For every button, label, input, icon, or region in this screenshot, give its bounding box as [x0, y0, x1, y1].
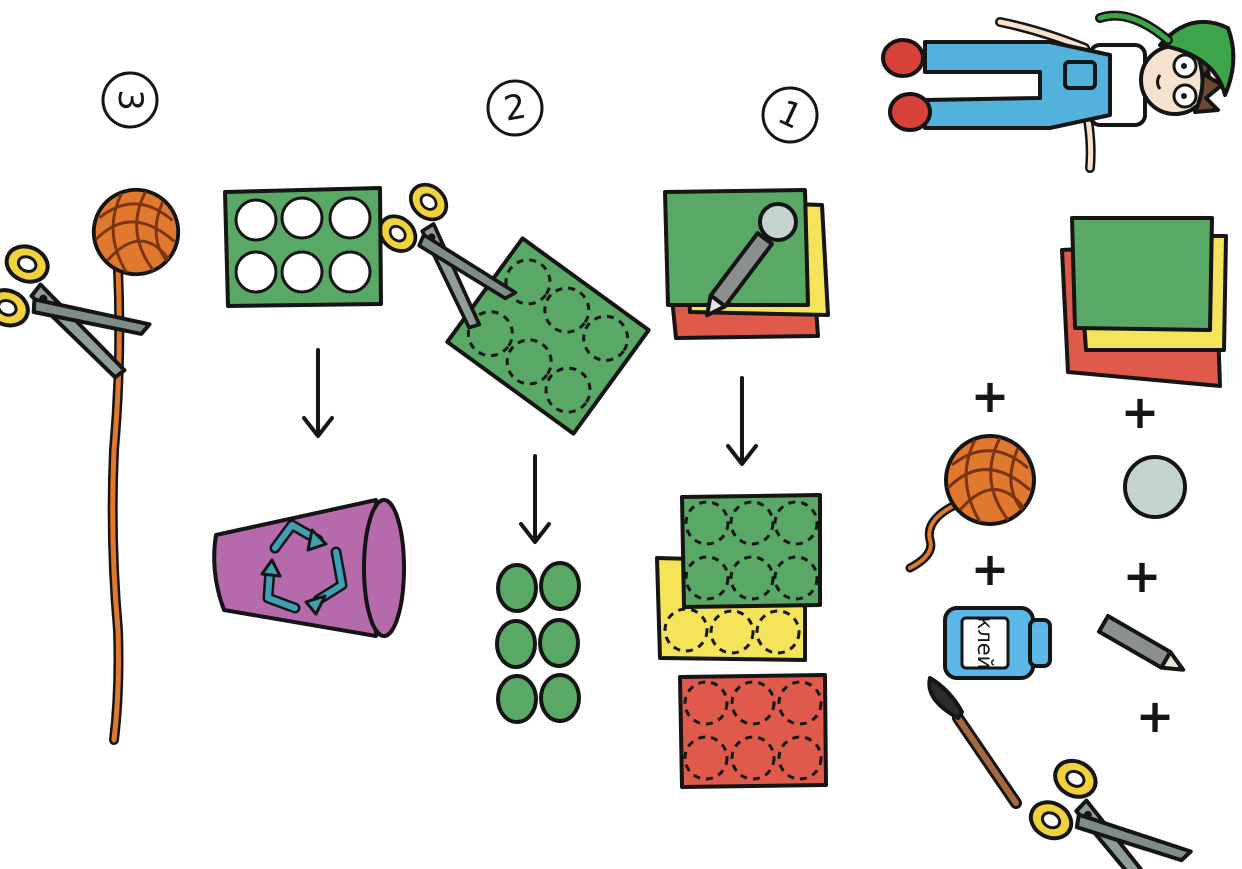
dashed-cut-circle — [663, 607, 709, 653]
plus-sign: + — [1121, 385, 1160, 439]
dashed-cut-circle — [773, 500, 819, 546]
dashed-cut-circle — [729, 555, 775, 601]
dashed-cut-circle — [684, 555, 730, 601]
green-circle — [538, 618, 580, 668]
green-circle — [496, 674, 538, 724]
round-template-icon — [758, 202, 798, 242]
step-1-badge: 1 — [761, 86, 819, 144]
yarn-ball-icon — [905, 434, 1036, 573]
dashed-cut-circle — [683, 680, 729, 726]
character-illustration — [881, 10, 1236, 173]
pencil-icon — [705, 231, 774, 318]
paper-stack-icon — [1060, 216, 1228, 388]
arrow-down-icon — [726, 376, 758, 466]
dashed-cut-circle — [730, 735, 776, 781]
character-shoe-top — [881, 38, 925, 78]
green-circle — [495, 619, 537, 669]
dashed-cut-circle — [777, 680, 823, 726]
step-2-badge: 2 — [486, 79, 544, 137]
arrow-down-icon — [519, 454, 551, 544]
recycle-bin-icon — [212, 498, 406, 638]
plus-sign: + — [971, 542, 1010, 596]
green-circle — [496, 563, 538, 613]
dashed-cut-circle — [730, 680, 776, 726]
green-marked-sheet — [680, 493, 822, 609]
brush-icon — [927, 676, 1022, 809]
glue-label: клей — [973, 617, 997, 670]
pencil-icon — [1097, 614, 1186, 672]
step-1-paper-stack — [663, 188, 830, 340]
plus-sign: + — [1136, 689, 1175, 743]
plus-sign: + — [1123, 549, 1162, 603]
character-shoe-bottom — [888, 92, 932, 132]
dashed-cut-circle — [684, 500, 730, 546]
cut-green-circles — [495, 561, 581, 724]
dashed-cut-circle — [773, 555, 819, 601]
dashed-cut-circle — [777, 735, 823, 781]
dashed-cut-circle — [755, 609, 801, 655]
recycle-symbol-icon — [260, 519, 348, 616]
character-hat — [1158, 19, 1236, 97]
yarn-ball-icon — [91, 187, 181, 277]
green-circle — [539, 561, 581, 611]
step-3-badge: 3 — [101, 71, 159, 129]
dashed-cut-circle — [729, 500, 775, 546]
yarn-string — [107, 263, 125, 745]
glue-bottle-icon: клей — [943, 606, 1052, 680]
scissors-icon — [1021, 753, 1203, 869]
dashed-cut-circle — [709, 609, 755, 655]
green-circle — [539, 673, 581, 723]
arrow-down-icon — [302, 348, 334, 438]
round-template-icon — [1123, 455, 1187, 519]
sheet-with-holes — [223, 186, 383, 308]
red-marked-sheet — [678, 673, 828, 789]
dashed-cut-circle — [504, 258, 552, 306]
dashed-cut-circle — [543, 286, 591, 334]
step-3-number: 3 — [110, 89, 150, 111]
plus-sign: + — [971, 369, 1010, 423]
dashed-cut-circle — [683, 735, 729, 781]
